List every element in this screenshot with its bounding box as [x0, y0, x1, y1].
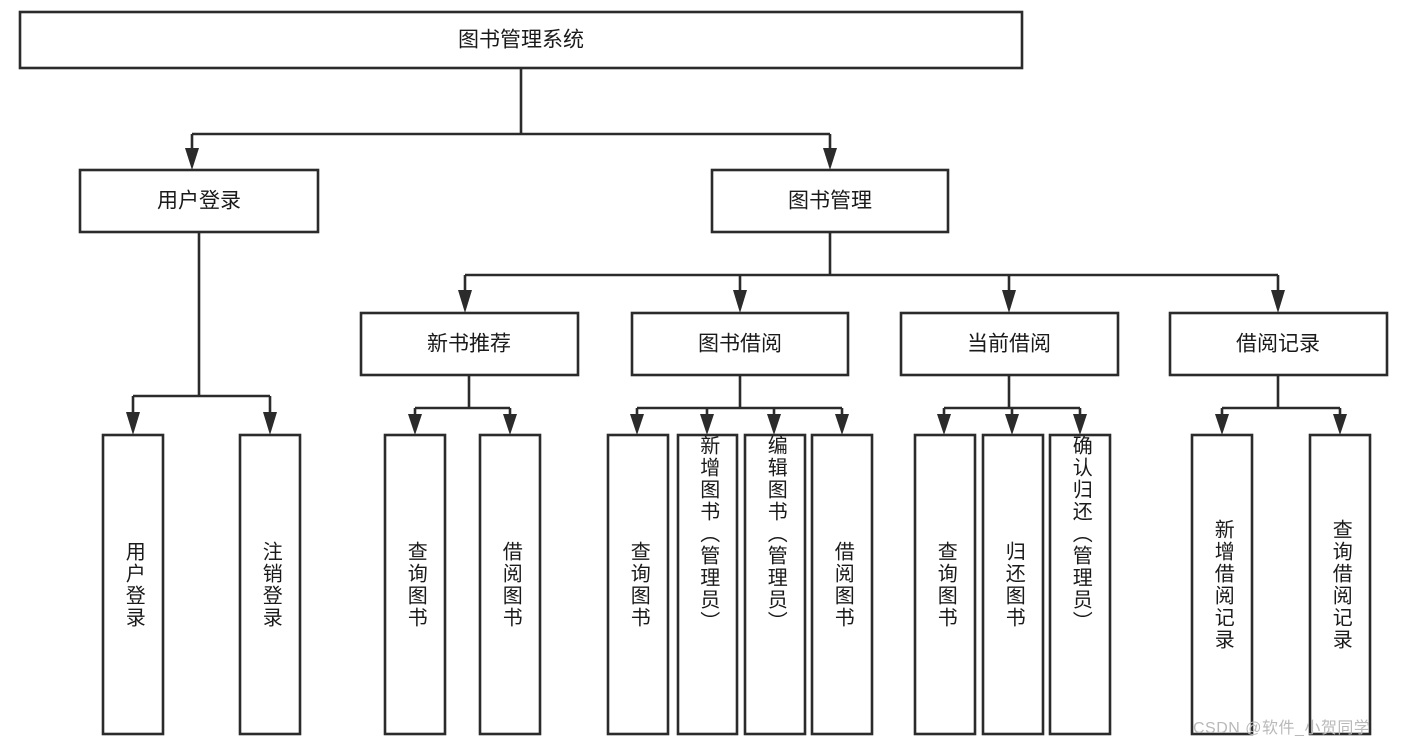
- arrow-head-leaf-logout: [263, 412, 277, 435]
- arrow-head-leaf-query-book-3: [937, 414, 951, 435]
- node-leaf-query-record-box[interactable]: [1308, 433, 1372, 736]
- connector-group-user-login: [126, 232, 277, 435]
- arrow-head-leaf-confirm-return: [1073, 414, 1087, 435]
- connector-group-book-manage: [458, 232, 1285, 313]
- arrow-head-borrow-record: [1271, 290, 1285, 313]
- arrow-head-book-manage: [823, 148, 837, 170]
- connector-group-new-book-rec: [408, 375, 517, 435]
- node-book-manage-box[interactable]: [710, 168, 950, 234]
- node-book-manage-label: 图书管理: [788, 190, 872, 213]
- node-root-label: 图书管理系统: [458, 29, 584, 52]
- connector-group-borrow-record: [1215, 375, 1347, 435]
- node-current-borrow[interactable]: 当前借阅: [899, 311, 1120, 377]
- connector-group-current-borrow: [937, 375, 1087, 435]
- arrow-head-leaf-add-record: [1215, 414, 1229, 435]
- arrow-head-leaf-borrow-book-1: [503, 414, 517, 435]
- node-leaf-confirm-return-box[interactable]: [1048, 433, 1112, 736]
- node-book-borrow[interactable]: 图书借阅: [630, 311, 850, 377]
- node-user-login[interactable]: 用户登录: [78, 168, 320, 234]
- arrow-head-leaf-query-book-1: [408, 414, 422, 435]
- arrow-head-leaf-edit-book: [767, 414, 781, 435]
- arrow-head-new-book-rec: [458, 290, 472, 313]
- node-leaf-add-record-box[interactable]: [1190, 433, 1254, 736]
- connector-group-root: [185, 68, 837, 170]
- arrow-head-leaf-user-login: [126, 412, 140, 435]
- node-current-borrow-label: 当前借阅: [967, 333, 1051, 356]
- node-current-borrow-box[interactable]: [899, 311, 1120, 377]
- arrow-head-leaf-borrow-book-2: [835, 414, 849, 435]
- node-leaf-query-book-1-box[interactable]: [383, 433, 447, 736]
- node-borrow-record-label: 借阅记录: [1236, 333, 1320, 356]
- node-borrow-record[interactable]: 借阅记录: [1168, 311, 1389, 377]
- node-leaf-user-login-box[interactable]: [101, 433, 165, 736]
- node-leaf-add-book-box[interactable]: [676, 433, 739, 736]
- node-user-login-label: 用户登录: [157, 190, 241, 213]
- arrow-head-leaf-add-book: [700, 414, 714, 435]
- node-leaf-query-book-3-box[interactable]: [913, 433, 977, 736]
- node-book-borrow-box[interactable]: [630, 311, 850, 377]
- arrow-head-leaf-query-book-2: [630, 414, 644, 435]
- node-leaf-borrow-book-1-box[interactable]: [478, 433, 542, 736]
- connector-group-book-borrow: [630, 375, 849, 435]
- node-user-login-box[interactable]: [78, 168, 320, 234]
- node-book-borrow-label: 图书借阅: [698, 333, 782, 356]
- node-leaf-borrow-book-2-box[interactable]: [810, 433, 874, 736]
- arrow-head-leaf-query-record: [1333, 414, 1347, 435]
- node-new-book-rec-label: 新书推荐: [427, 333, 511, 356]
- arrow-head-book-borrow: [733, 290, 747, 313]
- node-book-manage[interactable]: 图书管理: [710, 168, 950, 234]
- node-borrow-record-box[interactable]: [1168, 311, 1389, 377]
- node-new-book-rec-box[interactable]: [359, 311, 580, 377]
- node-new-book-rec[interactable]: 新书推荐: [359, 311, 580, 377]
- node-leaf-query-book-2-box[interactable]: [606, 433, 670, 736]
- node-leaf-return-book-box[interactable]: [981, 433, 1045, 736]
- arrow-head-current-borrow: [1002, 290, 1016, 313]
- node-root[interactable]: 图书管理系统: [18, 10, 1024, 70]
- arrow-head-user-login: [185, 148, 199, 170]
- node-root-box[interactable]: [18, 10, 1024, 70]
- arrow-head-leaf-return-book: [1005, 414, 1019, 435]
- node-leaf-edit-book-box[interactable]: [743, 433, 807, 736]
- node-leaf-logout-box[interactable]: [238, 433, 302, 736]
- csdn-watermark: CSDN @软件_小贺同学: [1193, 720, 1371, 737]
